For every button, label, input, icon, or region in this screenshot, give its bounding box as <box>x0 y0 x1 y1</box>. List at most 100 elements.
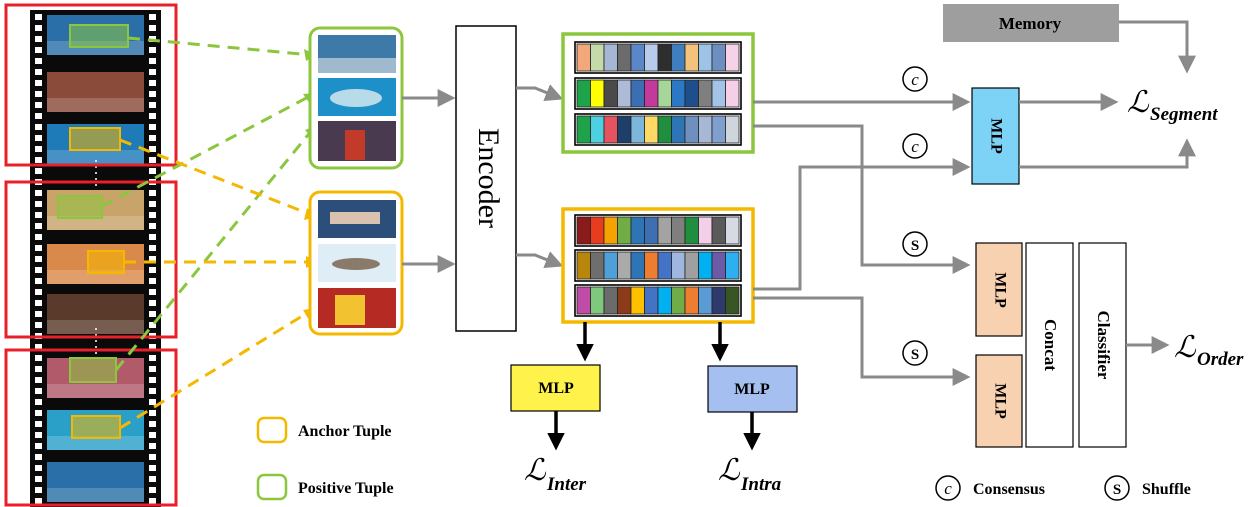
film-frame-shade <box>47 98 144 112</box>
feature-cell <box>711 115 726 144</box>
sprocket-right <box>149 223 156 229</box>
sprocket-left <box>35 454 42 460</box>
sprocket-right <box>149 168 156 174</box>
legend-consensus-label: Consensus <box>973 481 1045 498</box>
sprocket-right <box>149 322 156 328</box>
feature-cell <box>576 286 591 315</box>
patch-anchor-2 <box>87 250 125 274</box>
feature-cell <box>684 251 699 280</box>
feature-row <box>574 214 742 247</box>
sprocket-left <box>35 366 42 372</box>
legend-consensus-icon <box>935 475 961 501</box>
sprocket-left <box>35 223 42 229</box>
sprocket-right <box>149 124 156 130</box>
sprocket-right <box>149 377 156 383</box>
inter-mlp-label: MLP <box>538 380 574 397</box>
shuffle-symbol-1-circle <box>902 231 928 257</box>
shuffle-symbol-1: S <box>902 231 928 257</box>
sprocket-left <box>35 256 42 262</box>
sprocket-left <box>35 355 42 361</box>
arrow-anchor-grid-to-consensus-mlp <box>753 158 971 291</box>
feature-cell <box>684 216 699 245</box>
feature-cell <box>617 286 632 315</box>
feature-cell <box>671 43 686 72</box>
patch-anchor-1 <box>69 127 121 151</box>
sprocket-left <box>35 421 42 427</box>
feature-cell <box>630 286 645 315</box>
positive-thumb-3-detail <box>345 130 365 160</box>
feature-cell <box>711 43 726 72</box>
feature-cell <box>671 115 686 144</box>
positive-feature-grid <box>574 41 742 146</box>
sprocket-left <box>35 91 42 97</box>
sprocket-left <box>35 102 42 108</box>
sprocket-left <box>35 190 42 196</box>
sprocket-right <box>149 366 156 372</box>
feature-cell <box>725 115 740 144</box>
feature-cell <box>603 251 618 280</box>
memory-box <box>943 4 1119 42</box>
film-frame-shade <box>47 150 144 164</box>
feature-cell <box>725 216 740 245</box>
positive-tuple <box>308 26 404 170</box>
arrow-anchor-3 <box>119 308 313 430</box>
shuffle-symbol-2-circle <box>902 340 928 366</box>
segment-loss: ℒ Segment <box>1127 86 1218 125</box>
sprocket-right <box>149 234 156 240</box>
sprocket-left <box>35 245 42 251</box>
sprocket-right <box>149 245 156 251</box>
sprocket-right <box>149 201 156 207</box>
sprocket-left <box>35 36 42 42</box>
sprocket-left <box>35 443 42 449</box>
anchor-thumb-1-detail <box>330 212 380 224</box>
feature-cell <box>671 286 686 315</box>
feature-cell <box>698 43 713 72</box>
encoder-label: Encoder <box>472 128 505 228</box>
feature-cell <box>603 79 618 108</box>
arrow-positive-grid-to-shuffle-mlp <box>753 124 971 274</box>
feature-cell <box>590 216 605 245</box>
feature-cell <box>590 115 605 144</box>
film-frame <box>47 72 144 112</box>
sprocket-right <box>149 25 156 31</box>
sprocket-right <box>149 102 156 108</box>
feature-cell <box>617 216 632 245</box>
feature-cell <box>617 79 632 108</box>
feature-cell <box>590 43 605 72</box>
anchor-thumb-2-detail <box>332 258 380 270</box>
feature-cell <box>657 43 672 72</box>
legend-anchor-label: Anchor Tuple <box>298 423 392 440</box>
consensus-symbol-2: c <box>902 133 928 159</box>
order-loss-subscript: Order <box>1197 349 1244 370</box>
sprocket-left <box>35 124 42 130</box>
segment-loss-subscript: Segment <box>1150 104 1218 125</box>
sprocket-left <box>35 487 42 493</box>
legend-consensus-icon-text: c <box>944 479 952 498</box>
feature-cell <box>644 216 659 245</box>
feature-cell <box>725 286 740 315</box>
feature-cell <box>684 79 699 108</box>
feature-cell <box>617 115 632 144</box>
arrow-positive-1 <box>127 36 313 57</box>
feature-cell <box>657 286 672 315</box>
sprocket-left <box>35 311 42 317</box>
sprocket-left <box>35 69 42 75</box>
film-frame <box>47 462 144 502</box>
feature-cell <box>684 43 699 72</box>
anchor-thumb-3-detail <box>335 295 365 325</box>
sprocket-left <box>35 322 42 328</box>
inter-loss-subscript: Inter <box>546 474 587 495</box>
sprocket-right <box>149 80 156 86</box>
arrow-positive-3 <box>114 129 314 371</box>
sprocket-left <box>35 289 42 295</box>
concat-label: Concat <box>1041 319 1060 371</box>
feature-cell <box>630 251 645 280</box>
clip-box-3 <box>4 348 178 507</box>
segment-loss-symbol: ℒ <box>1127 86 1150 119</box>
shuffle-mlp-box-2 <box>975 354 1023 448</box>
intra-loss-symbol: ℒ <box>718 454 741 487</box>
feature-row <box>574 77 742 110</box>
sprocket-right <box>149 113 156 119</box>
feature-cell <box>684 286 699 315</box>
film-frame <box>47 294 144 334</box>
